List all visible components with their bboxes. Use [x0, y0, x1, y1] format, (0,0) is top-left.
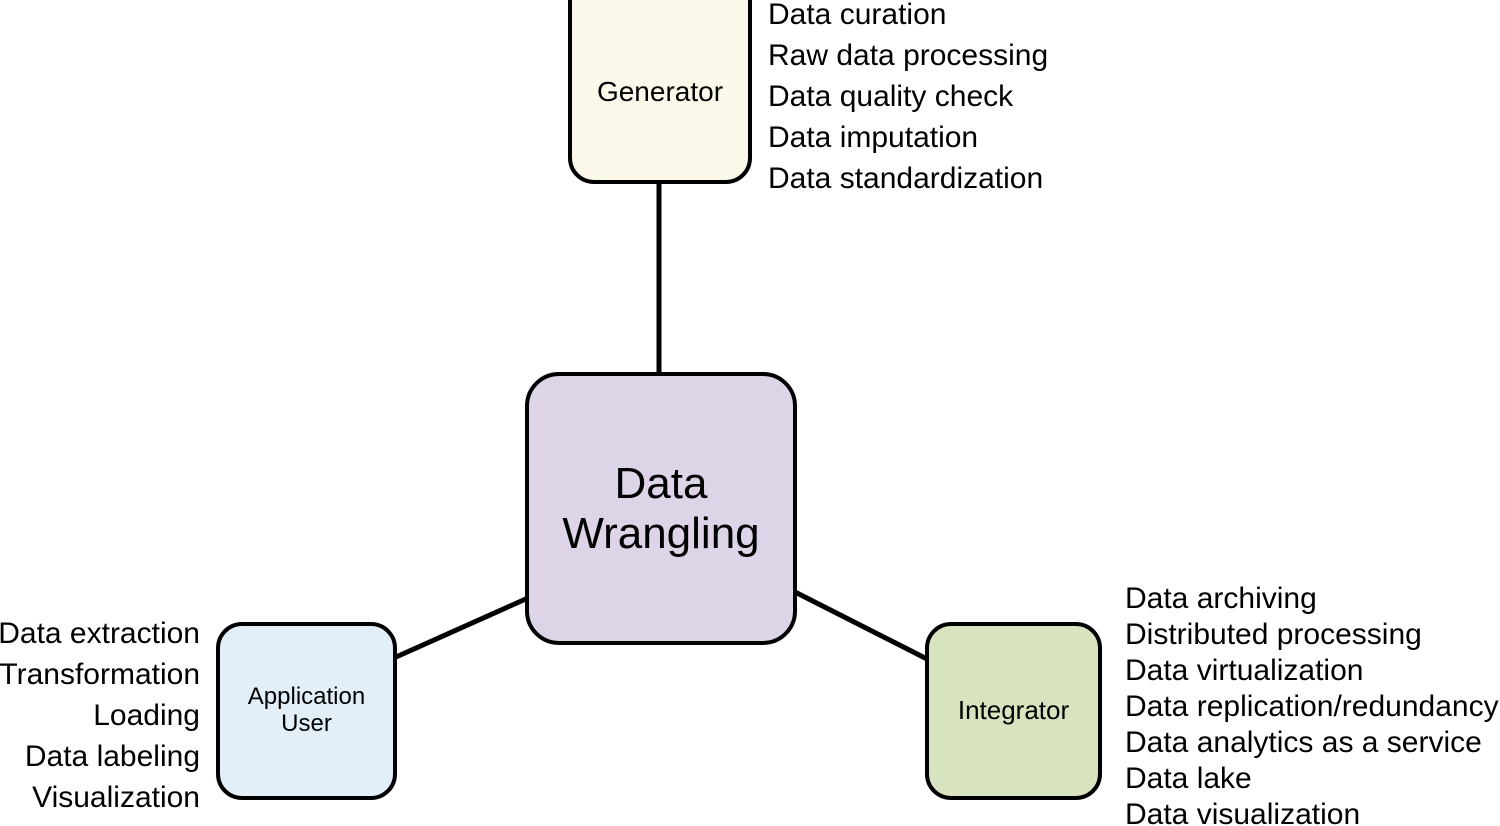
list-item: Data labeling [24, 740, 200, 773]
list-item: Data replication/redundancy [1125, 690, 1499, 723]
node-data-wrangling[interactable]: Data Wrangling [525, 372, 797, 645]
list-item: Data standardization [768, 162, 1044, 195]
list-item: Data extraction [0, 617, 200, 650]
list-item: Data curation [768, 0, 947, 31]
list-item: Data analytics as a service [1125, 726, 1482, 759]
list-item: Visualization [32, 781, 200, 814]
list-item: Data imputation [768, 121, 979, 154]
application-user-task-list: Data extraction Transformation Loading D… [0, 613, 200, 818]
list-item: Data quality check [768, 80, 1014, 113]
list-item: Raw data processing [768, 39, 1049, 72]
node-integrator-label: Integrator [957, 695, 1070, 726]
node-data-wrangling-label: Data Wrangling [562, 459, 760, 558]
edge-appuser-to-center [394, 595, 530, 660]
list-item: Data virtualization [1125, 654, 1364, 687]
list-item: Transformation [0, 658, 200, 691]
node-generator[interactable]: Generator [568, 0, 752, 184]
list-item: Data visualization [1125, 798, 1361, 826]
list-item: Data lake [1125, 762, 1252, 795]
generator-task-list: Data curation Raw data processing Data q… [768, 0, 1048, 199]
node-generator-label: Generator [596, 76, 724, 108]
list-item: Distributed processing [1125, 618, 1422, 651]
edge-center-to-integrator [793, 589, 929, 662]
node-application-user[interactable]: Application User [216, 622, 397, 800]
integrator-task-list: Data archiving Distributed processing Da… [1125, 581, 1499, 826]
node-integrator[interactable]: Integrator [925, 622, 1102, 800]
list-item: Data archiving [1125, 582, 1317, 615]
node-application-user-label: Application User [247, 683, 366, 737]
list-item: Loading [93, 699, 200, 732]
